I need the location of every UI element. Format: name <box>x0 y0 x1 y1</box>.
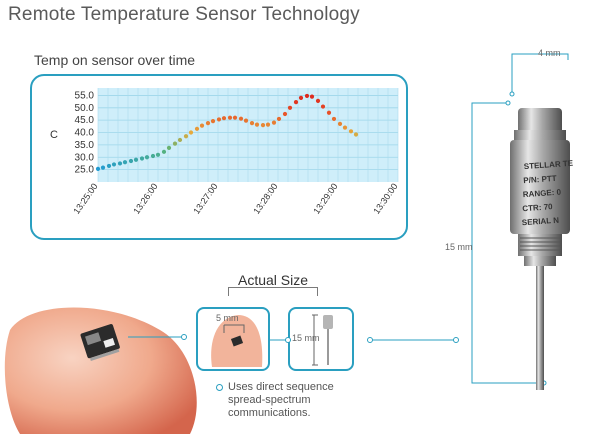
data-point <box>122 160 128 165</box>
actual-size-bracket <box>228 287 318 296</box>
data-point <box>188 130 194 135</box>
y-tick-label: 50.0 <box>75 103 95 114</box>
data-point <box>309 94 315 99</box>
bullet-icon <box>216 384 223 391</box>
engraving-line: STELLAR TE <box>524 159 575 171</box>
probe-width-label: 4 mm <box>538 48 561 58</box>
data-point <box>117 161 123 166</box>
data-point <box>205 121 211 126</box>
data-point <box>304 93 310 99</box>
chip-actual-size-thumbnail: 5 mm <box>196 307 270 371</box>
page-title: Remote Temperature Sensor Technology <box>8 4 360 25</box>
probe-dimension-label: 15 mm <box>292 333 320 343</box>
y-tick-label: 25.0 <box>75 165 95 176</box>
y-axis-label: C <box>50 129 58 141</box>
x-tick-label: 13:28:00 <box>251 181 279 215</box>
x-tick-label: 13:27:00 <box>191 181 219 215</box>
probe-length-label: 15 mm <box>445 242 473 252</box>
data-point <box>260 123 266 128</box>
data-point <box>337 121 343 126</box>
data-point <box>265 122 271 127</box>
data-point <box>282 111 288 117</box>
data-point <box>320 104 326 109</box>
data-point <box>210 119 216 124</box>
data-point <box>172 141 178 146</box>
feature-note: Uses direct sequence spread-spectrum com… <box>216 381 388 420</box>
x-tick-label: 13:30:00 <box>371 181 399 215</box>
x-tick-label: 13:29:00 <box>311 181 339 215</box>
note-line-2: spread-spectrum <box>228 394 311 406</box>
data-points <box>95 93 359 171</box>
data-point <box>276 116 282 122</box>
data-point <box>243 118 249 123</box>
y-axis-ticks: 55.0 50.045.0 40.035.030.0 25.0 <box>75 90 95 175</box>
engraving-line: CTR: 70 <box>522 202 553 213</box>
data-point <box>216 117 222 122</box>
y-tick-label: 30.0 <box>75 152 95 163</box>
data-point <box>353 132 359 137</box>
data-point <box>161 149 167 154</box>
engraving-line: RANGE: 0 <box>523 187 562 199</box>
x-axis-ticks: 13:25:00 13:26:00 13:27:00 13:28:00 13:29:00… <box>71 181 399 215</box>
y-tick-label: 45.0 <box>75 115 95 126</box>
data-point <box>331 116 337 122</box>
data-point <box>342 125 348 130</box>
chip-dimension-label: 5 mm <box>216 313 239 323</box>
data-point <box>194 126 200 131</box>
engraving-line: SERIAL N <box>522 216 560 228</box>
data-point <box>139 156 145 161</box>
x-tick-label: 13:26:00 <box>131 181 159 215</box>
data-point <box>238 116 244 121</box>
probe-thumbnail-image <box>312 314 333 366</box>
data-point <box>249 121 255 126</box>
data-point <box>271 120 277 125</box>
data-point <box>293 100 299 105</box>
data-point <box>326 110 332 115</box>
chart-title: Temp on sensor over time <box>34 52 196 68</box>
x-tick-label: 13:25:00 <box>71 181 99 215</box>
finger-illustration <box>4 307 197 434</box>
y-tick-label: 35.0 <box>75 140 95 151</box>
sensor-chip-icon <box>80 324 120 361</box>
data-point <box>227 115 233 120</box>
data-point <box>232 115 238 120</box>
data-point <box>221 116 227 121</box>
data-point <box>348 129 354 134</box>
data-point <box>298 95 304 100</box>
data-point <box>166 145 172 150</box>
note-line-1: Uses direct sequence <box>228 381 334 393</box>
data-point <box>315 98 321 103</box>
data-point <box>199 123 205 128</box>
data-point <box>287 105 293 110</box>
data-point <box>95 166 101 171</box>
probe-illustration: STELLAR TE P/N: PTT RANGE: 0 CTR: 70 SERIAL … <box>471 53 575 390</box>
data-point <box>111 162 117 167</box>
y-tick-label: 40.0 <box>75 128 95 139</box>
data-point <box>254 122 260 127</box>
data-point <box>144 155 150 160</box>
data-point <box>183 134 189 139</box>
chip-thumbnail-image <box>211 315 263 367</box>
connector-lines <box>270 337 459 343</box>
actual-size-label: Actual Size <box>238 272 309 288</box>
data-point <box>133 157 139 162</box>
data-point <box>177 137 183 143</box>
data-point <box>150 153 156 159</box>
engraving-line: P/N: PTT <box>523 174 557 185</box>
y-tick-label: 55.0 <box>75 90 95 101</box>
width-dimension <box>509 53 569 97</box>
data-point <box>100 165 106 170</box>
data-point <box>128 158 134 164</box>
note-line-3: communications. <box>228 407 311 419</box>
data-point <box>106 163 112 169</box>
data-point <box>155 152 161 157</box>
